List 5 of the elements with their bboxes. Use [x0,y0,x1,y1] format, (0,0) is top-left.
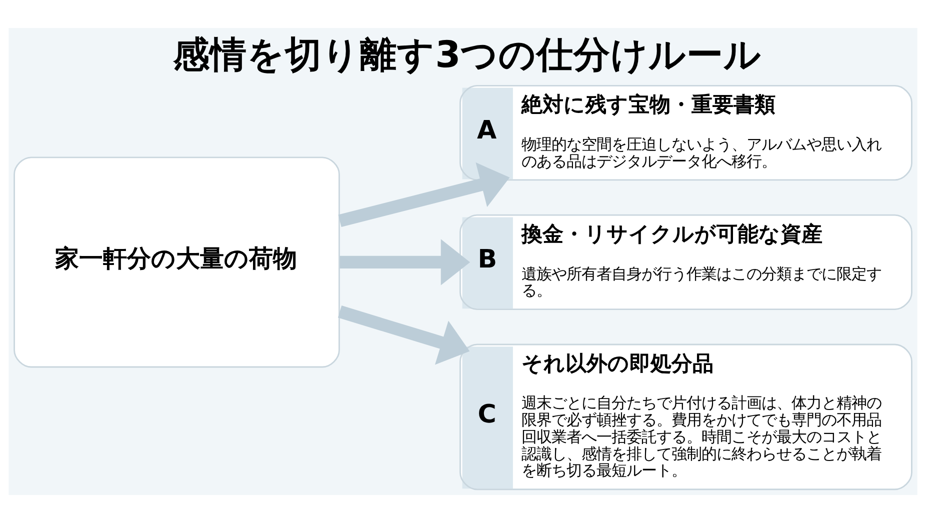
diagram-title: 感情を切り離す3つの仕分けルール [173,32,762,76]
arrow [338,305,470,364]
node-box: 家一軒分の大量の荷物 [14,156,340,368]
arrow [338,162,510,227]
arrow [340,238,470,285]
